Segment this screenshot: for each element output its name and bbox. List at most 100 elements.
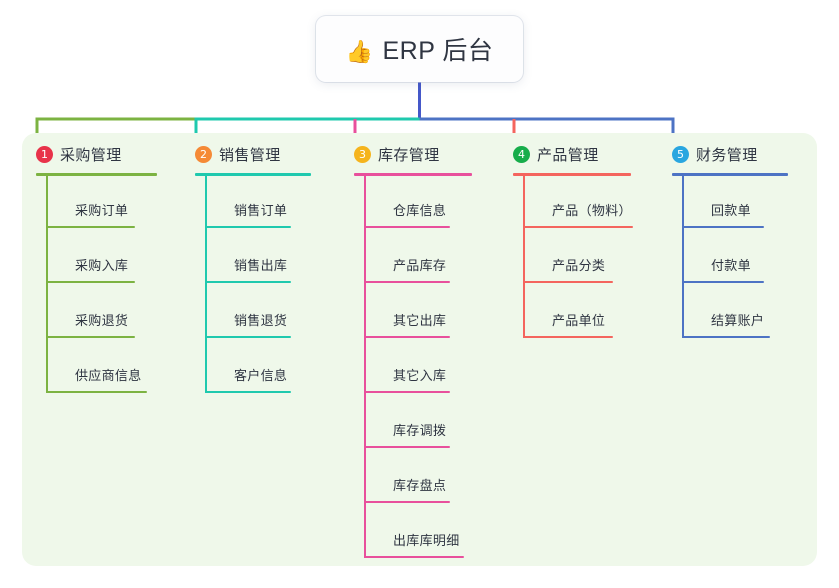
branch-item[interactable]: 采购退货 [46, 283, 181, 338]
branch-item-label: 库存调拨 [393, 423, 447, 438]
branch-header-rule [354, 173, 472, 176]
branch-item[interactable]: 结算账户 [682, 283, 817, 338]
branch-header-rule [36, 173, 157, 176]
branch-item[interactable]: 其它出库 [364, 283, 499, 338]
branch-item[interactable]: 出库库明细 [364, 503, 499, 558]
branch-item-rule [205, 336, 291, 338]
branch-item-rule [364, 446, 450, 448]
branch-item[interactable]: 客户信息 [205, 338, 340, 393]
branch-item[interactable]: 产品分类 [523, 228, 658, 283]
branch-number-badge: 5 [672, 146, 689, 163]
branch-item-rule [523, 281, 613, 283]
branch-item-label: 结算账户 [711, 313, 765, 328]
branch-item-label: 采购入库 [75, 258, 129, 273]
branch-item-rule [364, 501, 450, 503]
branch-item-rule [364, 226, 450, 228]
branch-item-rule [523, 336, 613, 338]
branch-spine [364, 173, 366, 558]
branch-item-rule [46, 281, 135, 283]
branch-item[interactable]: 销售退货 [205, 283, 340, 338]
branch-item-label: 库存盘点 [393, 478, 447, 493]
branch-item-label: 销售退货 [234, 313, 288, 328]
branch-item-label: 回款单 [711, 203, 751, 218]
branch-item-label: 出库库明细 [393, 533, 460, 548]
branch-spine [205, 173, 207, 393]
branch-title: 库存管理 [378, 147, 440, 164]
branch-item-rule [46, 391, 147, 393]
branch-items: 销售订单销售出库销售退货客户信息 [205, 173, 340, 393]
branch-items: 回款单付款单结算账户 [682, 173, 817, 338]
branch-title: 产品管理 [537, 147, 599, 164]
branch-header-rule [195, 173, 311, 176]
branch-item-label: 销售出库 [234, 258, 288, 273]
branch-number-badge: 2 [195, 146, 212, 163]
branch-header-2[interactable]: 2 销售管理 [195, 144, 281, 165]
branch-item-rule [46, 336, 135, 338]
branch-column-2: 2 销售管理销售订单销售出库销售退货客户信息 [181, 133, 340, 566]
thumbs-up-icon: 👍 [345, 39, 374, 64]
branch-item[interactable]: 采购订单 [46, 173, 181, 228]
root-title: ERP 后台 [382, 37, 494, 65]
branch-item[interactable]: 其它入库 [364, 338, 499, 393]
branch-item[interactable]: 库存盘点 [364, 448, 499, 503]
branch-column-5: 5 财务管理回款单付款单结算账户 [658, 133, 817, 566]
branch-item-label: 采购退货 [75, 313, 129, 328]
branch-item[interactable]: 销售出库 [205, 228, 340, 283]
branch-item[interactable]: 回款单 [682, 173, 817, 228]
branch-column-4: 4 产品管理产品（物料） 产品分类产品单位 [499, 133, 658, 566]
branch-item-rule [364, 556, 464, 558]
branch-item-rule [205, 391, 291, 393]
branch-column-1: 1 采购管理采购订单采购入库采购退货供应商信息 [22, 133, 181, 566]
branch-item-rule [205, 281, 291, 283]
branch-item[interactable]: 采购入库 [46, 228, 181, 283]
branch-item-rule [364, 336, 450, 338]
branch-item-rule [682, 226, 764, 228]
branch-item[interactable]: 产品（物料） [523, 173, 658, 228]
branch-item-label: 产品（物料） [552, 203, 632, 218]
branch-item-label: 客户信息 [234, 368, 288, 383]
branch-item[interactable]: 付款单 [682, 228, 817, 283]
branch-spine [523, 173, 525, 338]
branch-item-rule [364, 391, 450, 393]
branch-columns: 1 采购管理采购订单采购入库采购退货供应商信息 2 销售管理销售订单销售出库销售退货客… [22, 133, 817, 566]
branch-header-1[interactable]: 1 采购管理 [36, 144, 122, 165]
branches-panel [22, 133, 817, 566]
branch-number-badge: 1 [36, 146, 53, 163]
branch-item[interactable]: 产品库存 [364, 228, 499, 283]
branch-items: 采购订单采购入库采购退货供应商信息 [46, 173, 181, 393]
branch-item[interactable]: 供应商信息 [46, 338, 181, 393]
branch-header-rule [672, 173, 788, 176]
branch-item-rule [682, 336, 770, 338]
branch-title: 财务管理 [696, 147, 758, 164]
branch-item-label: 产品分类 [552, 258, 606, 273]
root-node-label: 👍 ERP 后台 [346, 31, 494, 67]
branch-item-label: 仓库信息 [393, 203, 447, 218]
root-node[interactable]: 👍 ERP 后台 [316, 16, 523, 82]
branch-item-label: 采购订单 [75, 203, 129, 218]
branch-title: 销售管理 [219, 147, 281, 164]
branch-number-badge: 4 [513, 146, 530, 163]
branch-item-label: 付款单 [711, 258, 751, 273]
branch-item-label: 供应商信息 [75, 368, 142, 383]
branch-item-rule [523, 226, 633, 228]
branch-items: 产品（物料） 产品分类产品单位 [523, 173, 658, 338]
branch-item-label: 其它入库 [393, 368, 447, 383]
branch-item-rule [205, 226, 291, 228]
branch-header-4[interactable]: 4 产品管理 [513, 144, 599, 165]
branch-spine [682, 173, 684, 338]
branch-title: 采购管理 [60, 147, 122, 164]
branch-item[interactable]: 库存调拨 [364, 393, 499, 448]
branch-item[interactable]: 仓库信息 [364, 173, 499, 228]
branch-item[interactable]: 产品单位 [523, 283, 658, 338]
branch-item[interactable]: 销售订单 [205, 173, 340, 228]
branch-item-label: 产品库存 [393, 258, 447, 273]
branch-item-rule [682, 281, 764, 283]
branch-header-5[interactable]: 5 财务管理 [672, 144, 758, 165]
branch-header-rule [513, 173, 631, 176]
branch-item-label: 销售订单 [234, 203, 288, 218]
branch-item-label: 其它出库 [393, 313, 447, 328]
branch-items: 仓库信息产品库存其它出库其它入库库存调拨库存盘点出库库明细 [364, 173, 499, 558]
